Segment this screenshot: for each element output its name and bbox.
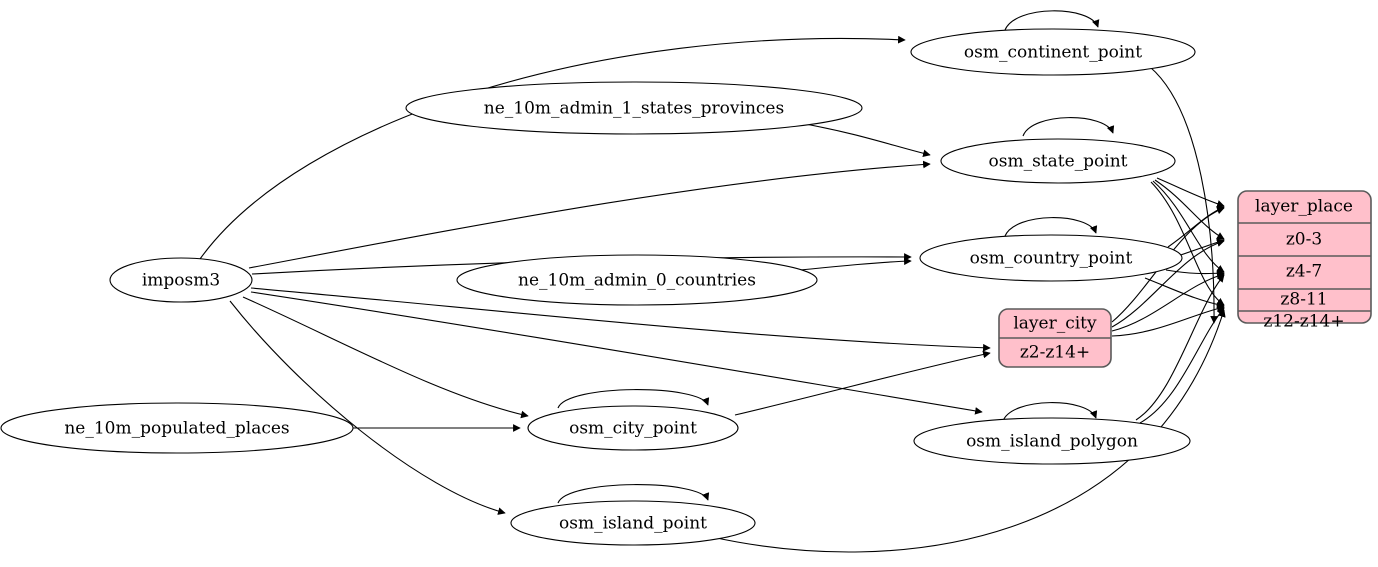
node-osm_state_point-shape[interactable] [940,138,1176,184]
node-osm_country_point-label: osm_country_point [970,249,1133,269]
node-osm_island_polygon-label: osm_island_polygon [966,432,1138,452]
edge-osm_state_point-to-layer_place-z4_7 [1154,179,1225,240]
edge-layer_city-to-layer_place-z12 [1111,304,1225,337]
edge-osm_city_point-to-layer_city [734,350,991,416]
record-layer_place-box[interactable] [1237,190,1372,324]
node-osm_city_point[interactable]: osm_city_point [527,405,739,451]
edge-layer_city-to-layer_place-z4_7 [1111,239,1225,328]
record-layer_place[interactable]: layer_place z0-3 z4-7 z8-11 z12-z14+ [1237,190,1372,332]
node-imposm3-label: imposm3 [142,271,220,291]
record-layer_place-row-z12-z14[interactable]: z12-z14+ [1263,312,1344,332]
node-ne_10m_admin_1_states_provinces-shape[interactable] [405,81,863,135]
record-layer_place-title: layer_place [1255,197,1353,217]
record-layer_place-row-z8-11[interactable]: z8-11 [1280,290,1327,310]
node-osm_continent_point[interactable]: osm_continent_point [910,28,1196,76]
edge-imposm3-to-osm_state_point [248,160,931,269]
record-layer_city[interactable]: layer_city z2-z14+ [998,308,1112,368]
node-ne_10m_admin_0_countries-label: ne_10m_admin_0_countries [518,271,756,291]
edge-osm_island_polygon-to-layer_place-z8_11 [1135,274,1225,421]
record-layer_place-row-z0-3[interactable]: z0-3 [1286,230,1322,250]
record-layer_place-row-z4-7[interactable]: z4-7 [1286,262,1322,282]
edge-self-osm_city_point [557,389,710,409]
node-osm_city_point-shape[interactable] [527,405,739,451]
edge-osm_country_point-to-layer_place-z12 [1144,277,1225,309]
node-ne_10m_admin_1_states_provinces[interactable]: ne_10m_admin_1_states_provinces [405,81,863,135]
record-layer_city-row-z2[interactable]: z2-z14+ [1020,343,1090,363]
node-ne_10m_populated_places-shape[interactable] [0,402,354,454]
edge-imposm3-to-layer_city [250,287,991,352]
node-osm_island_point-label: osm_island_point [559,514,707,534]
edge-osm_island_point-to-layer_place-z12 [711,309,1226,553]
edge-self-osm_continent_point [1004,10,1100,31]
edge-self-osm_country_point [1004,217,1098,237]
node-osm_state_point[interactable]: osm_state_point [940,138,1176,184]
edge-imposm3-to-osm_continent_point [199,35,906,260]
edge-osm_continent_point-to-layer_place-z12 [1149,66,1218,324]
edge-osm_country_point-to-layer_place-z0_3 [1167,206,1225,248]
node-osm_city_point-label: osm_city_point [569,419,697,439]
node-osm_island_point-shape[interactable] [510,500,756,546]
edge-imposm3-to-osm_city_point [242,296,529,419]
edge-self-osm_state_point [1022,117,1115,137]
nodes-layer: imposm3 ne_10m_populated_places ne_10m_a… [0,28,1196,546]
node-osm_state_point-label: osm_state_point [989,152,1128,172]
node-osm_country_point-shape[interactable] [919,234,1183,282]
node-ne_10m_populated_places-label: ne_10m_populated_places [64,419,289,439]
node-imposm3-shape[interactable] [109,257,253,303]
edge-osm_island_polygon-to-layer_place-z12 [1139,307,1225,424]
edge-ne_admin1-to-osm_state_point [799,122,931,158]
edge-self-osm_island_polygon [1002,402,1098,422]
edge-imposm3-to-osm_island_polygon [250,291,983,415]
node-ne_10m_populated_places[interactable]: ne_10m_populated_places [0,402,354,454]
node-ne_10m_admin_1_states_provinces-label: ne_10m_admin_1_states_provinces [484,99,784,119]
node-ne_10m_admin_0_countries[interactable]: ne_10m_admin_0_countries [456,254,818,306]
node-osm_continent_point-shape[interactable] [910,28,1196,76]
edge-layer_city-to-layer_place-z8_11 [1111,272,1225,332]
node-osm_island_point[interactable]: osm_island_point [510,500,756,546]
edge-osm_state_point-to-layer_place-z0_3 [1156,177,1225,208]
record-layer_city-title: layer_city [1013,314,1097,334]
node-osm_continent_point-label: osm_continent_point [964,43,1142,63]
edge-osm_state_point-to-layer_place-z12 [1150,181,1225,306]
node-imposm3[interactable]: imposm3 [109,257,253,303]
node-ne_10m_admin_0_countries-shape[interactable] [456,254,818,306]
edge-ne_admin0-to-osm_country_point [789,257,912,272]
node-osm_country_point[interactable]: osm_country_point [919,234,1183,282]
node-osm_island_polygon-shape[interactable] [913,417,1191,465]
edge-imposm3-to-osm_island_point [229,300,506,515]
node-osm_island_polygon[interactable]: osm_island_polygon [913,417,1191,465]
edge-self-osm_island_point [557,484,710,504]
